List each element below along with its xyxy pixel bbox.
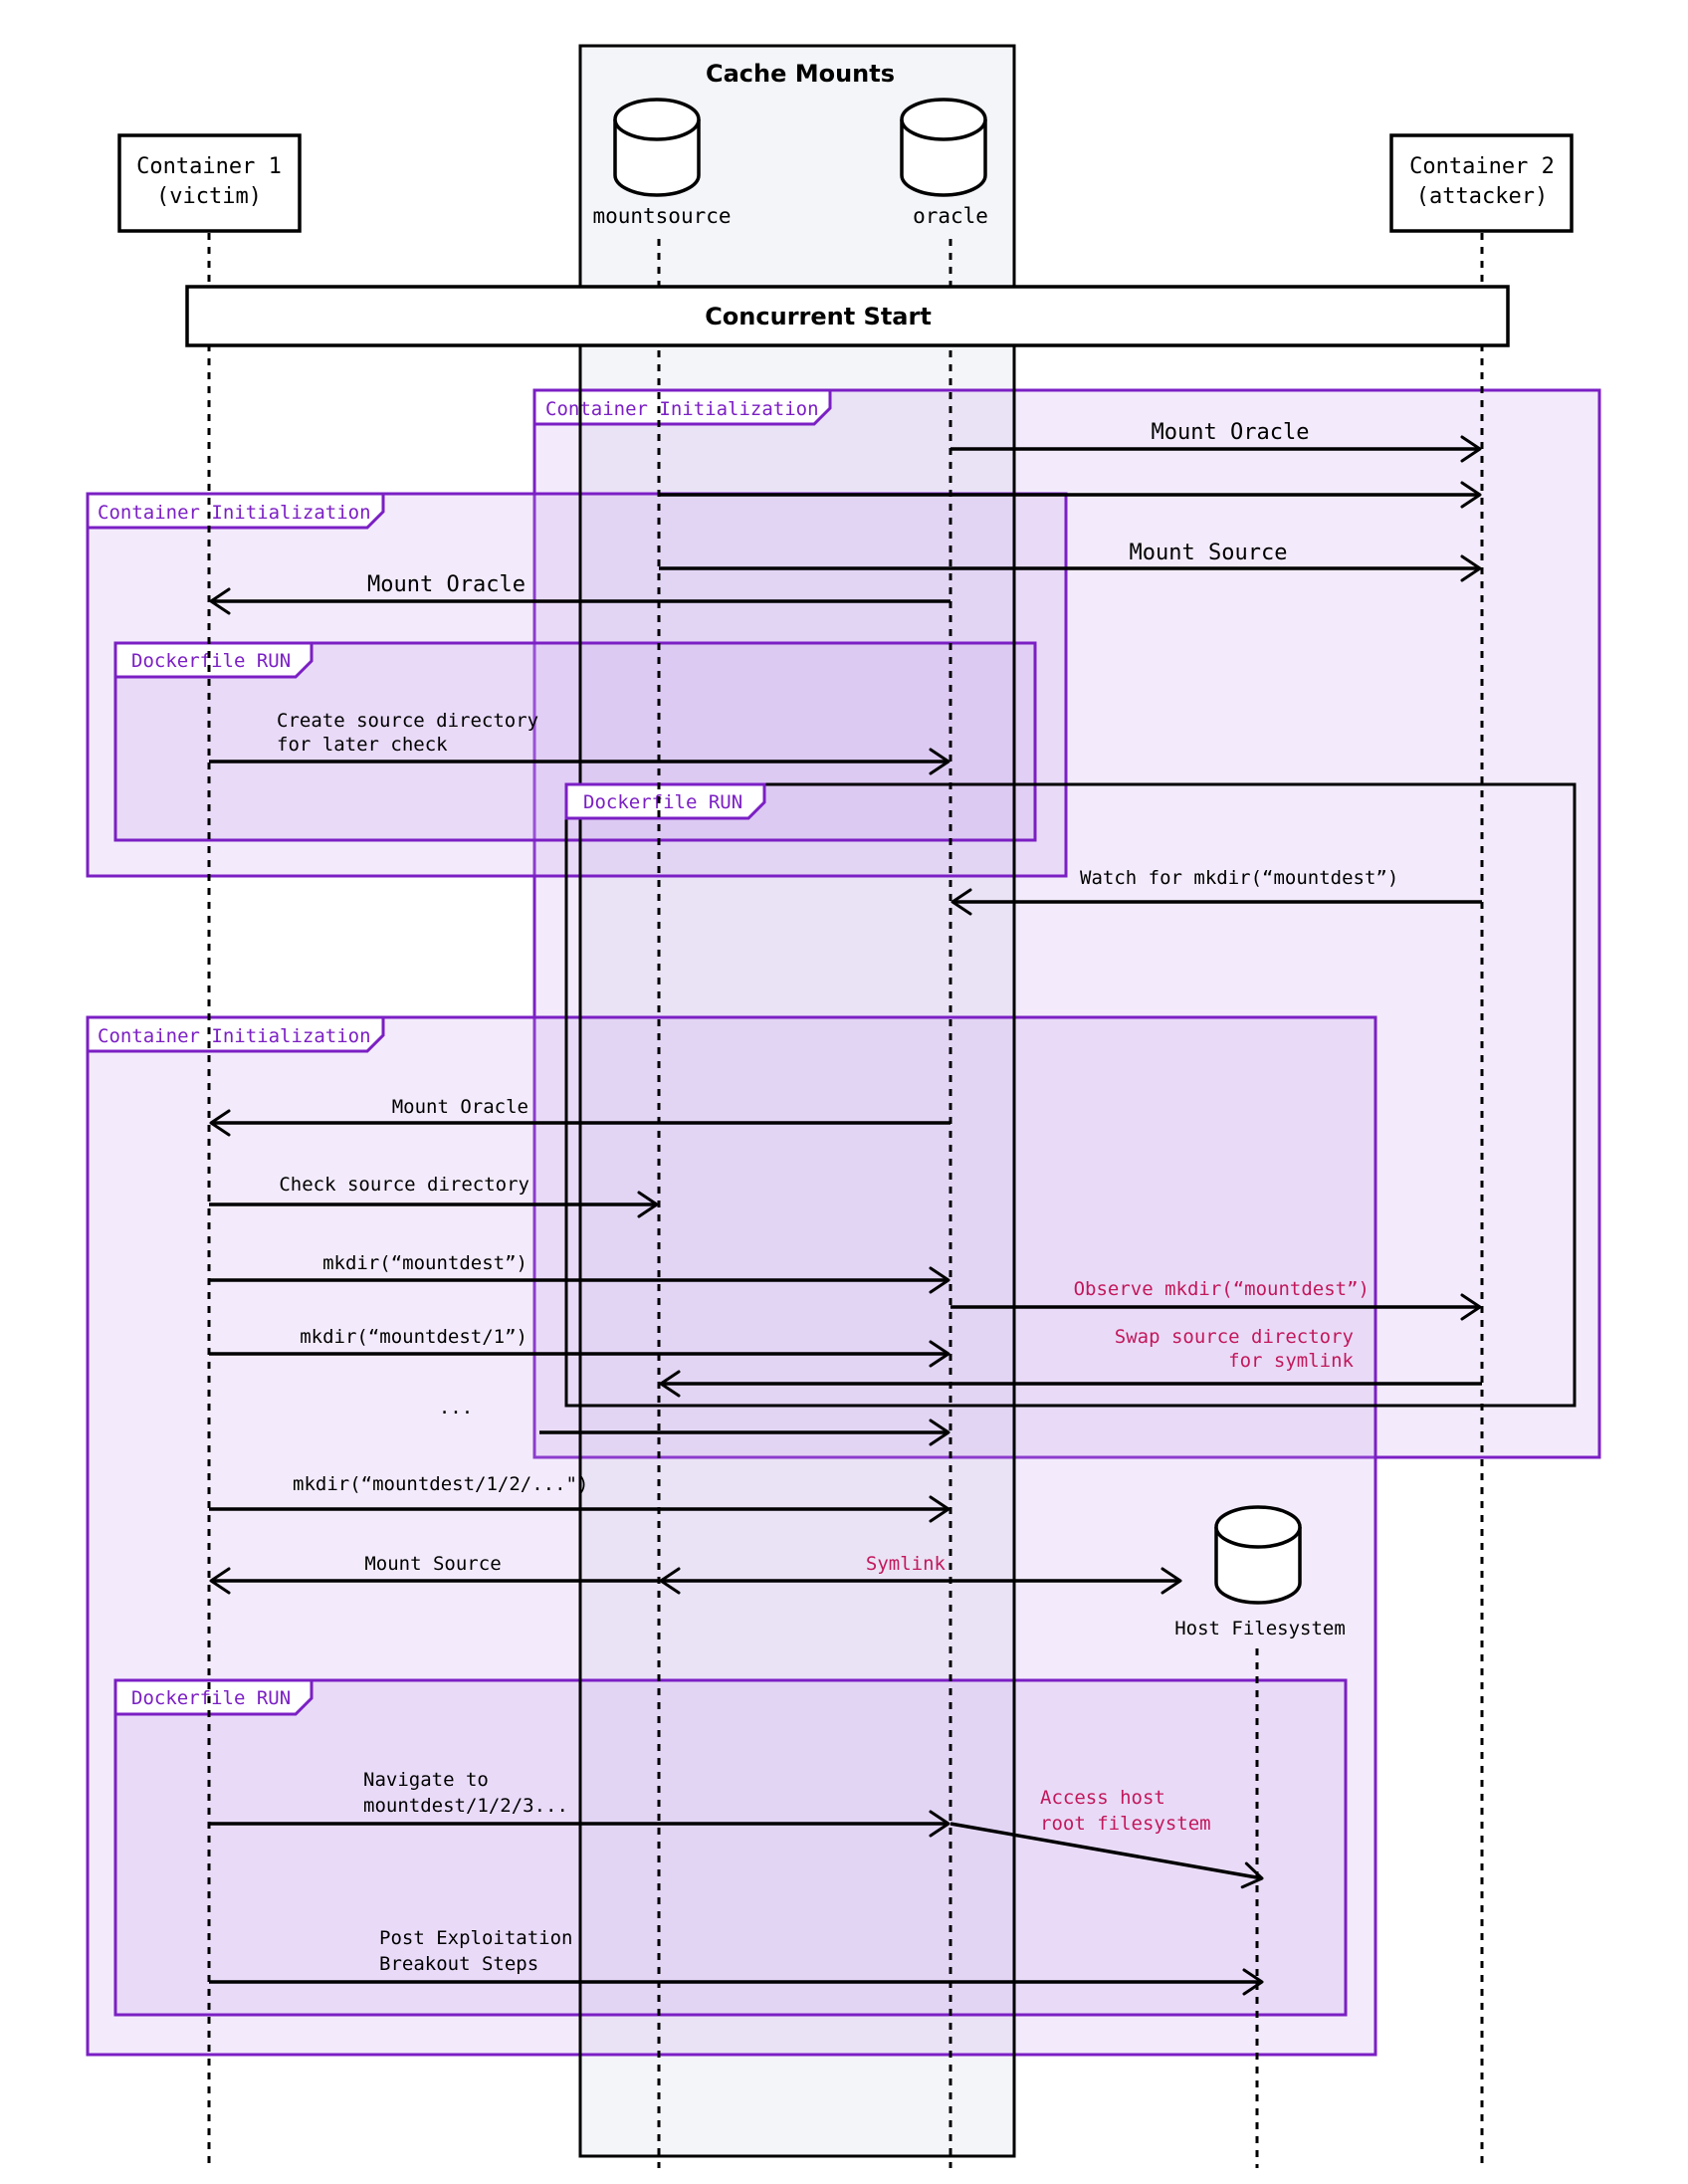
frame-label: Container Initialization bbox=[98, 502, 371, 524]
concurrent-start-label: Concurrent Start bbox=[705, 303, 932, 330]
container1-box bbox=[117, 133, 302, 233]
label-create-source-1: Create source directory bbox=[277, 710, 538, 732]
container1-role: (victim) bbox=[156, 184, 262, 209]
label-mount-oracle-victim-1: Mount Oracle bbox=[367, 572, 526, 597]
database-icon bbox=[1214, 1505, 1302, 1605]
label-ellipsis: ... bbox=[439, 1397, 473, 1419]
label-mkdir-deep: mkdir(“mountdest/1/2/...") bbox=[293, 1473, 588, 1495]
database-icon bbox=[900, 98, 987, 197]
label-navigate-1: Navigate to bbox=[363, 1769, 489, 1791]
frame-label: Container Initialization bbox=[98, 1025, 371, 1047]
container2-label: Container 2 bbox=[1409, 154, 1555, 179]
container2-box bbox=[1389, 133, 1574, 233]
database-icon bbox=[613, 98, 701, 197]
lifelines bbox=[207, 233, 1484, 2168]
host-filesystem-label: Host Filesystem bbox=[1174, 1618, 1346, 1639]
label-observe-mkdir: Observe mkdir(“mountdest”) bbox=[1074, 1278, 1370, 1300]
frame-label: Dockerfile RUN bbox=[131, 1687, 291, 1709]
mountsource-label: mountsource bbox=[592, 204, 731, 228]
messages bbox=[209, 435, 1482, 1996]
message-labels: Mount Oracle Mount Source Mount Oracle C… bbox=[277, 420, 1398, 1975]
frame-label: Dockerfile RUN bbox=[131, 650, 291, 672]
label-swap-2: for symlink bbox=[1228, 1350, 1354, 1372]
label-check-source: Check source directory bbox=[279, 1174, 529, 1196]
label-create-source-2: for later check bbox=[277, 734, 448, 756]
label-access-1: Access host bbox=[1040, 1787, 1165, 1809]
label-watch-mkdir: Watch for mkdir(“mountdest”) bbox=[1080, 867, 1398, 889]
container1-label: Container 1 bbox=[136, 154, 282, 179]
frame-label: Dockerfile RUN bbox=[583, 791, 742, 813]
arrow-access-host bbox=[950, 1822, 1264, 1889]
frame-victim-run-2: Dockerfile RUN bbox=[113, 1678, 1348, 2017]
label-navigate-2: mountdest/1/2/3... bbox=[363, 1795, 568, 1817]
label-mount-oracle-attacker: Mount Oracle bbox=[1152, 420, 1310, 445]
frame-label: Container Initialization bbox=[545, 398, 819, 420]
label-mount-source-victim: Mount Source bbox=[364, 1553, 501, 1575]
label-mkdir-mountdest: mkdir(“mountdest”) bbox=[322, 1252, 528, 1274]
label-post-1: Post Exploitation bbox=[379, 1927, 572, 1949]
label-swap-1: Swap source directory bbox=[1115, 1326, 1354, 1348]
oracle-label: oracle bbox=[913, 204, 988, 228]
frame-attacker-run: Dockerfile RUN bbox=[564, 782, 1577, 1408]
label-mount-oracle-victim-2: Mount Oracle bbox=[392, 1096, 528, 1118]
label-symlink: Symlink bbox=[866, 1553, 947, 1575]
label-post-2: Breakout Steps bbox=[379, 1953, 538, 1975]
concurrent-start-banner bbox=[185, 285, 1510, 347]
label-mkdir-mountdest-1: mkdir(“mountdest/1”) bbox=[300, 1326, 528, 1348]
label-mount-source-attacker: Mount Source bbox=[1130, 541, 1288, 565]
container2-role: (attacker) bbox=[1416, 184, 1548, 209]
label-access-2: root filesystem bbox=[1040, 1813, 1211, 1835]
cache-mounts-title: Cache Mounts bbox=[706, 60, 895, 88]
frame-victim-init-2: Container Initialization bbox=[86, 1015, 1377, 2057]
